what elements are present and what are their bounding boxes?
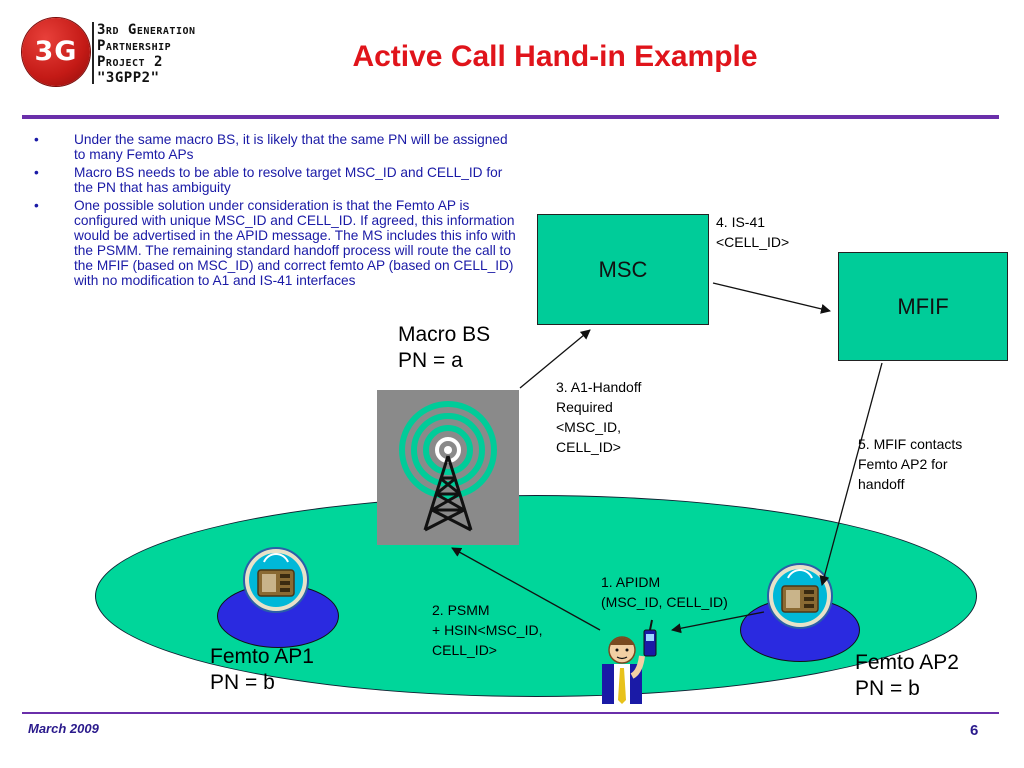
logo-mark-text: 3G — [34, 36, 78, 67]
mfif-node: MFIF — [838, 252, 1008, 361]
step3-line4: CELL_ID> — [556, 439, 621, 455]
step4-line1: 4. IS-41 — [716, 214, 766, 230]
macro-bs-label: Macro BS PN = a — [398, 322, 490, 374]
arrow-a1-handoff — [519, 329, 591, 389]
3gpp2-logo — [22, 18, 90, 86]
step4-label: 4. IS-41 <CELL_ID> — [716, 212, 789, 252]
msc-node: MSC — [537, 214, 709, 325]
step3-line2: Required — [556, 399, 613, 415]
femto-ap1-pn: PN = b — [210, 671, 275, 694]
step3-line3: <MSC_ID, — [556, 419, 621, 435]
step5-line2: Femto AP2 for — [858, 456, 948, 472]
step4-line2: <CELL_ID> — [716, 234, 790, 250]
femto-ap2-icon — [767, 563, 833, 629]
bullet-dot: • — [34, 165, 39, 180]
femto-ap2-name: Femto AP2 — [855, 651, 959, 674]
femto-ap2-pn: PN = b — [855, 677, 920, 700]
logo-line-3: Project 2 — [97, 54, 163, 70]
step3-line1: 3. A1-Handoff — [556, 379, 642, 395]
step2-label: 2. PSMM + HSIN<MSC_ID, CELL_ID> — [432, 600, 542, 660]
bullet-item: • Under the same macro BS, it is likely t… — [34, 132, 516, 162]
step5-line1: 5. MFIF contacts — [858, 436, 963, 452]
footer-date: March 2009 — [28, 721, 99, 736]
bullet-text: One possible solution under consideratio… — [74, 198, 516, 288]
macro-bs-pn: PN = a — [398, 349, 463, 372]
bullet-item: • One possible solution under considerati… — [34, 198, 516, 288]
bullet-dot: • — [34, 132, 39, 147]
step1-label: 1. APIDM (MSC_ID, CELL_ID) — [601, 572, 728, 612]
mobile-user-icon — [602, 619, 657, 704]
arrow-apidm — [671, 611, 765, 634]
arrow-is41 — [712, 282, 831, 314]
logo-line-4: "3GPP2" — [97, 70, 160, 86]
bullet-text: Macro BS needs to be able to resolve tar… — [74, 165, 503, 195]
logo-line-2: Partnership — [97, 38, 172, 54]
bullet-item: • Macro BS needs to be able to resolve ta… — [34, 165, 516, 195]
femto-ap1-icon — [243, 547, 309, 613]
femto-ap1-label: Femto AP1 PN = b — [210, 644, 314, 696]
cell-tower-icon — [399, 401, 497, 532]
bullet-text: Under the same macro BS, it is likely th… — [74, 132, 508, 162]
footer-divider — [22, 712, 999, 714]
step1-line2: (MSC_ID, CELL_ID) — [601, 594, 728, 610]
arrow-mfif-to-femto — [819, 362, 883, 586]
macro-bs-name: Macro BS — [398, 323, 491, 346]
slide-title: Active Call Hand-in Example — [352, 40, 758, 73]
femto-ap2-label: Femto AP2 PN = b — [855, 650, 959, 702]
step3-label: 3. A1-Handoff Required <MSC_ID, CELL_ID> — [556, 377, 641, 457]
bullet-list: • Under the same macro BS, it is likely t… — [34, 132, 516, 291]
logo-line-1: 3rd Generation — [97, 22, 196, 38]
page-number: 6 — [970, 722, 979, 739]
bullet-dot: • — [34, 198, 39, 213]
step2-line1: 2. PSMM — [432, 602, 490, 618]
step5-label: 5. MFIF contacts Femto AP2 for handoff — [858, 434, 962, 494]
step1-line1: 1. APIDM — [601, 574, 661, 590]
femto-ap1-name: Femto AP1 — [210, 645, 314, 668]
header-divider — [22, 115, 999, 119]
arrow-psmm — [451, 547, 601, 631]
step2-line3: CELL_ID> — [432, 642, 497, 658]
logo-divider — [92, 22, 94, 84]
step5-line3: handoff — [858, 476, 905, 492]
step2-line2: + HSIN<MSC_ID, — [432, 622, 543, 638]
